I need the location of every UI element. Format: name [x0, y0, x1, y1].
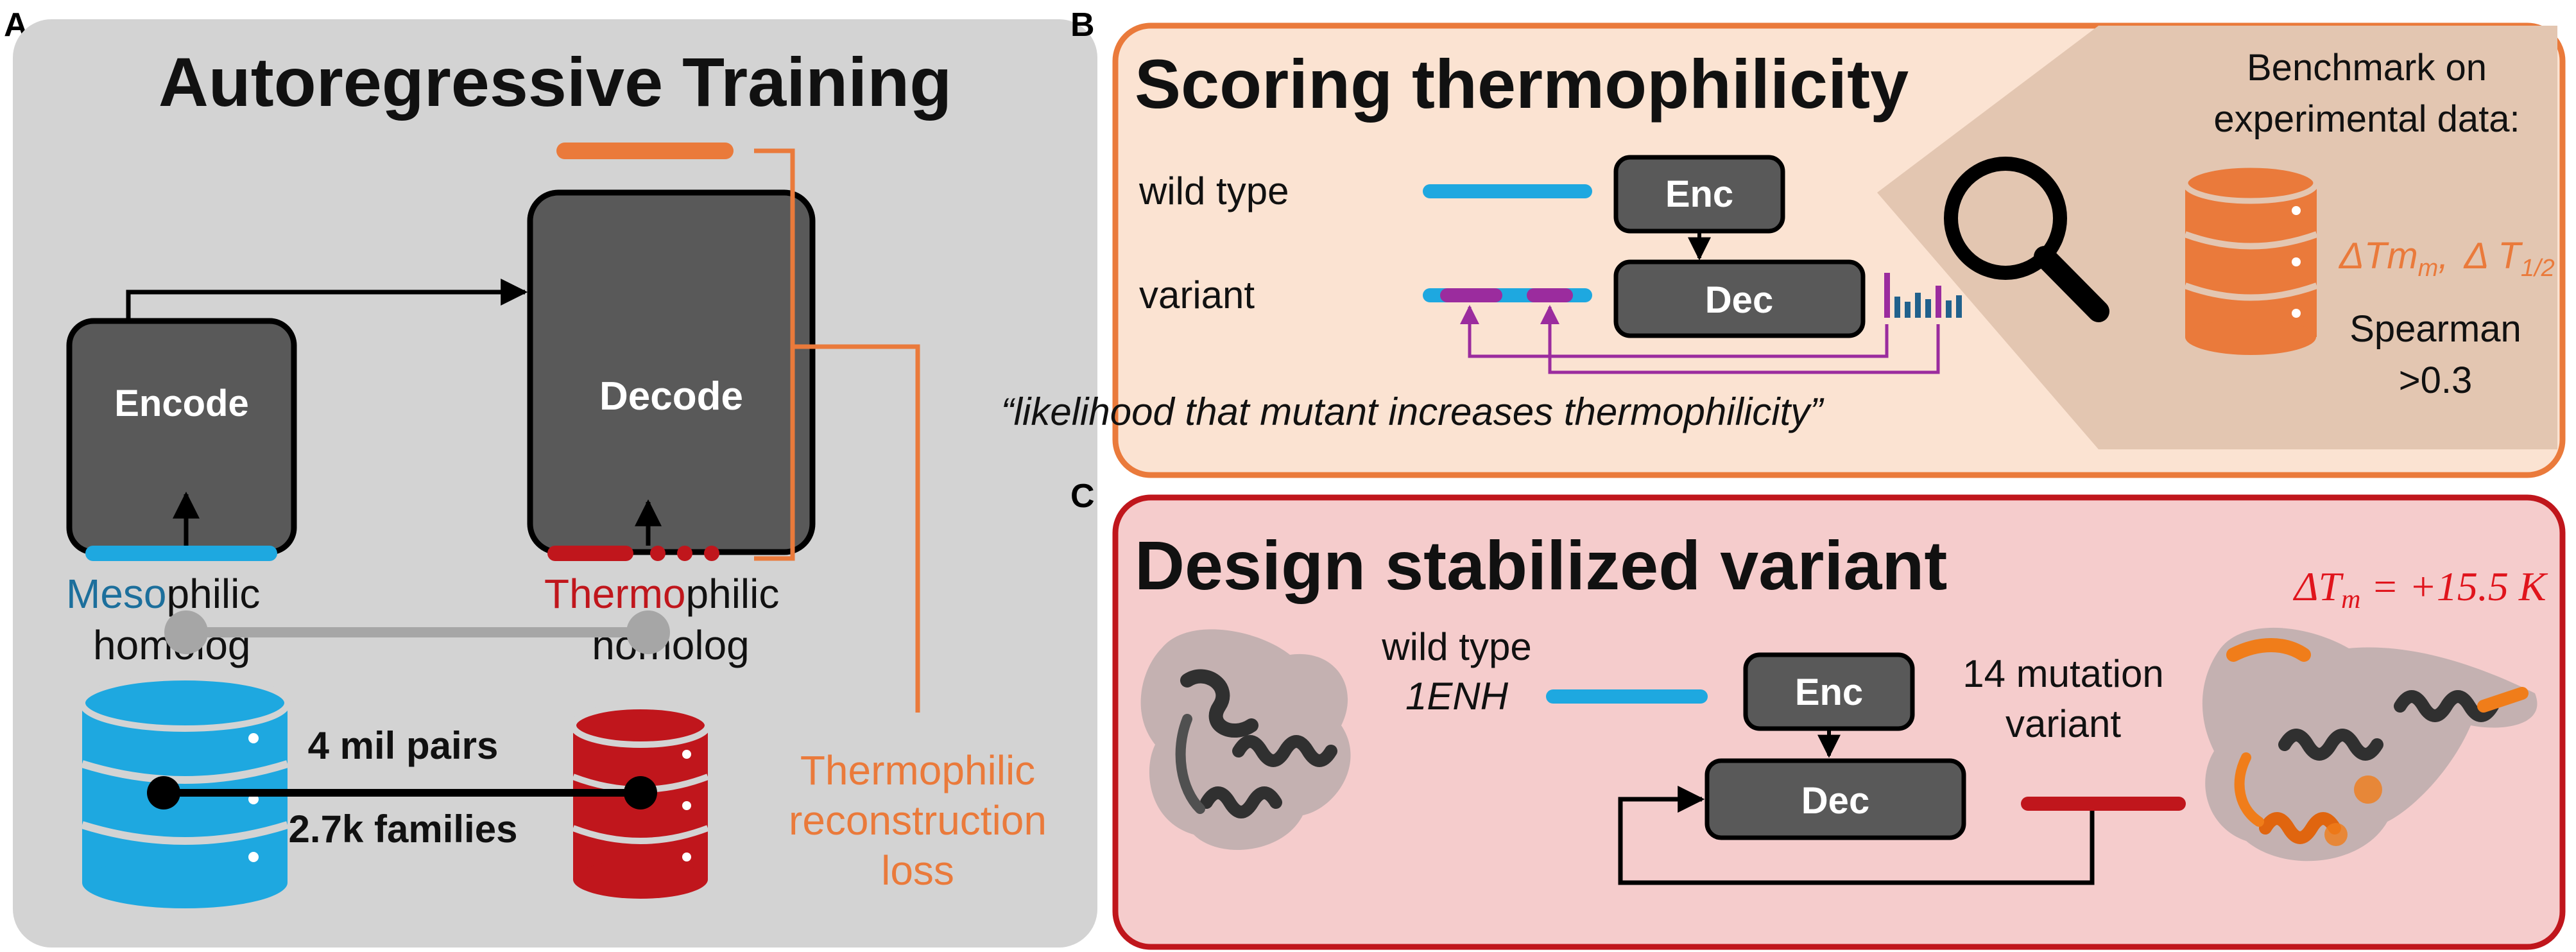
families-count-label: 2.7k families [289, 808, 518, 851]
delta-comma: , [2438, 235, 2448, 277]
panel-c: C Design stabilized variant ΔTm = +15.5 … [1070, 478, 2566, 950]
database-link-node [147, 776, 180, 809]
encode-block [66, 318, 297, 555]
dec-block [1613, 259, 1866, 338]
homolog-link-node [164, 610, 208, 654]
variant-label-c-line2: variant [2005, 702, 2121, 745]
wild-type-label: wild type [1138, 169, 1289, 212]
variant-label-c-line1: 14 mutation [1962, 652, 2164, 695]
panel-a-title: Autoregressive Training [159, 43, 952, 121]
panel-c-letter: C [1070, 478, 1095, 515]
decode-label: Decode [599, 374, 743, 419]
encode-label: Encode [114, 383, 249, 424]
benchmark-database-icon [2182, 162, 2319, 355]
loss-bracket [754, 148, 795, 561]
dec-block-c [1704, 758, 1966, 840]
delta-tm-result-subscript: m [2341, 585, 2360, 614]
mutation-feedback-arrow [1540, 305, 1940, 374]
encode-to-decode-arrow [126, 279, 528, 321]
loss-label-line1: Thermophilic [800, 747, 1035, 793]
panel-b: B Scoring thermophilicity wild type vari… [1001, 6, 2566, 478]
enc-label-c: Enc [1795, 671, 1863, 713]
homolog-link-node [626, 610, 670, 654]
mutation-feedback-arrow [1460, 305, 1889, 358]
enc-label: Enc [1665, 173, 1733, 215]
meso-suffix: philic [167, 571, 261, 617]
sequence-dot [704, 546, 719, 561]
magnifier-icon [1944, 157, 2109, 322]
benchmark-line2: experimental data: [2213, 98, 2520, 140]
wild-type-protein-structure [1140, 629, 1351, 850]
benchmark-line1: Benchmark on [2247, 47, 2487, 89]
pairs-count-label: 4 mil pairs [308, 724, 499, 767]
sequence-dot [677, 546, 692, 561]
thermo-suffix: philic [686, 571, 780, 617]
thermophilic-label: Thermophilic [544, 571, 779, 617]
delta-tm-subscript: m [2418, 255, 2439, 282]
likelihood-bar-chart [1884, 273, 1962, 318]
loss-connector [793, 344, 920, 713]
delta-t-half-subscript: 1/2 [2521, 255, 2555, 282]
likelihood-quote: “likelihood that mutant increases thermo… [1001, 390, 1825, 433]
thermophilic-database-icon [570, 703, 711, 899]
delta-tm-result-text: ΔT [2292, 564, 2344, 609]
delta-tm-result: ΔTm = +15.5 K [2292, 564, 2548, 614]
dec-label: Dec [1705, 279, 1773, 321]
delta-tm-result-value: = +15.5 K [2361, 564, 2548, 609]
spearman-value: >0.3 [2399, 359, 2473, 401]
loss-label-line2: reconstruction [789, 797, 1047, 844]
meso-prefix: Meso [66, 571, 167, 617]
delta-tm-text: ΔTm [2338, 235, 2418, 277]
pdb-id-label: 1ENH [1405, 675, 1509, 718]
panel-c-title: Design stabilized variant [1135, 526, 1947, 604]
wild-type-label-c: wild type [1381, 625, 1531, 668]
spearman-label: Spearman [2349, 308, 2521, 350]
variant-label: variant [1139, 273, 1255, 316]
panel-b-title: Scoring thermophilicity [1135, 45, 1909, 123]
panel-a: A Autoregressive Training Encode Decode … [4, 6, 1097, 948]
panel-b-letter: B [1070, 6, 1095, 44]
database-link-node [624, 776, 657, 809]
autoregressive-loop-arrow [1618, 786, 2095, 885]
delta-tm-label: ΔTmm, Δ T1/2 [2338, 235, 2555, 282]
mesophilic-label: Mesophilic [66, 571, 260, 617]
delta-t-half-text: Δ T [2463, 235, 2523, 277]
variant-protein-structure [2202, 627, 2537, 861]
loss-label-line3: loss [881, 847, 954, 894]
decode-block [527, 189, 816, 555]
dec-label-c: Dec [1801, 780, 1869, 822]
sequence-dot [650, 546, 665, 561]
thermo-prefix: Thermo [544, 571, 686, 617]
